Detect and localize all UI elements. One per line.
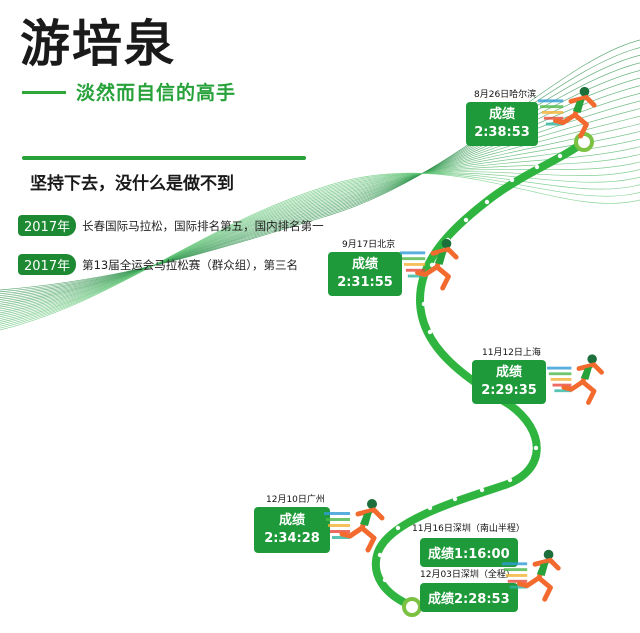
achievement-year: 2017年: [18, 215, 77, 236]
result-box: 成绩 2:34:28: [254, 507, 330, 553]
stop-caption: 8月26日哈尔滨: [474, 90, 537, 100]
route-end-marker: [402, 597, 422, 617]
swoosh-line: [0, 70, 640, 298]
swoosh-line: [0, 85, 640, 302]
swoosh-line: [0, 138, 640, 316]
swoosh-line: [0, 77, 640, 300]
result-label: 成绩: [488, 107, 515, 122]
swoosh-line: [0, 123, 640, 312]
runner-icon: [501, 549, 561, 602]
stop-caption: 12月10日广州: [266, 495, 325, 505]
tagline: 淡然而自信的高手: [76, 82, 237, 104]
swoosh-line: [0, 173, 640, 329]
result-label: 成绩: [278, 513, 305, 528]
result-label: 成绩: [351, 257, 378, 272]
achievement-item: 2017年 第13届全运会马拉松赛（群众组），第三名: [18, 254, 298, 275]
runner-icon: [538, 86, 597, 139]
swoosh-line: [0, 47, 640, 293]
result-time: 2:31:55: [337, 275, 393, 290]
swoosh-line: [0, 169, 640, 323]
result-box: 成绩 2:38:53: [466, 102, 538, 146]
swoosh-line: [0, 153, 640, 319]
page-title: 游培泉: [20, 15, 176, 73]
tagline-dash: [22, 91, 66, 94]
swoosh-line: [0, 161, 640, 321]
result-time: 2:38:53: [474, 125, 530, 140]
swoosh-line: [0, 54, 640, 295]
result-box: 成绩 2:31:55: [328, 252, 402, 296]
swoosh-line: [0, 172, 640, 327]
swoosh-line: [0, 108, 640, 308]
runner-icon: [546, 354, 604, 405]
achievement-text: 第13届全运会马拉松赛（群众组），第三名: [82, 257, 298, 272]
stop-caption: 11月12日上海: [482, 348, 541, 358]
swoosh-line: [0, 115, 640, 310]
stop-caption: 11月16日深圳（南山半程）: [412, 524, 525, 534]
achievement-year: 2017年: [18, 254, 77, 275]
motto: 坚持下去，没什么是做不到: [30, 174, 234, 194]
swoosh-line: [0, 39, 640, 291]
swoosh-line: [0, 100, 640, 306]
stop-caption: 12月03日深圳（全程）: [420, 570, 515, 580]
result-box: 成绩 2:29:35: [472, 360, 546, 404]
achievement-item: 2017年 长春国际马拉松，国际排名第五，国内排名第一: [18, 215, 324, 236]
achievement-text: 长春国际马拉松，国际排名第五，国内排名第一: [82, 218, 324, 233]
swoosh-line: [0, 172, 640, 331]
result-inline: 成绩1:16:00: [420, 538, 518, 567]
swoosh-line: [0, 62, 640, 297]
motto-divider: [22, 156, 306, 160]
result-label: 成绩: [495, 365, 522, 380]
stop-caption: 9月17日北京: [342, 240, 396, 250]
result-time: 2:29:35: [481, 383, 537, 398]
swoosh-line: [0, 131, 640, 314]
result-inline: 成绩2:28:53: [420, 583, 518, 612]
swoosh-line: [0, 172, 640, 325]
result-time: 2:34:28: [264, 531, 320, 546]
runner-icon: [400, 238, 459, 291]
runner-icon: [324, 499, 385, 553]
